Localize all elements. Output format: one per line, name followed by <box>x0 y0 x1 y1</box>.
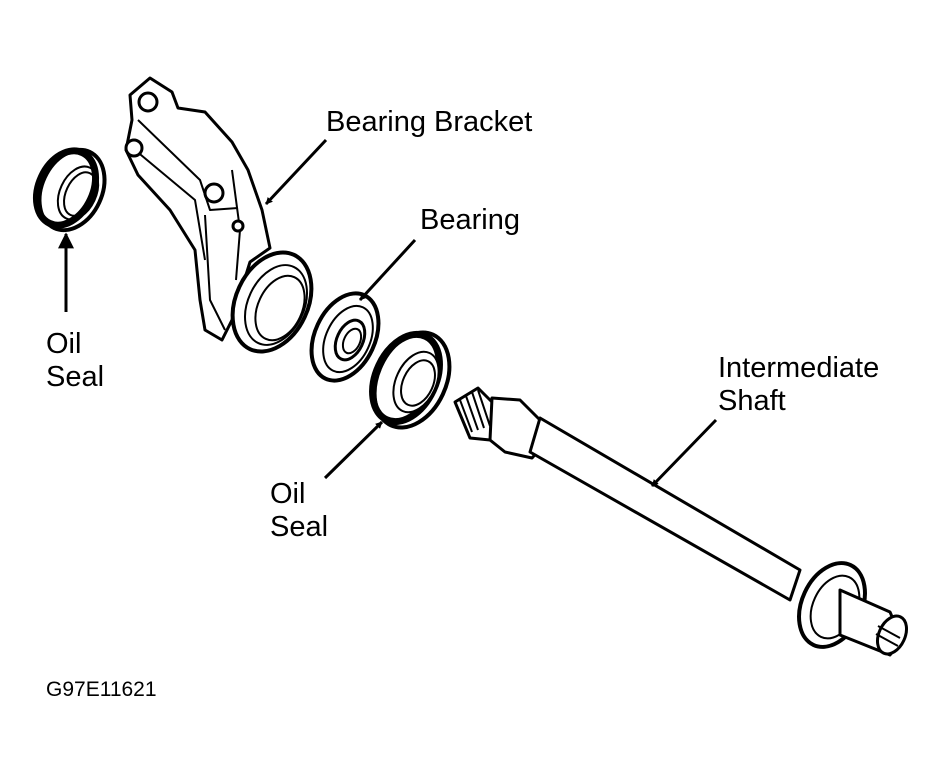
bearing-label: Bearing <box>420 204 520 236</box>
bearing-bracket-part <box>124 76 314 354</box>
bearing-bracket-arrow <box>264 138 328 206</box>
bearing-bracket-label: Bearing Bracket <box>326 106 533 138</box>
center-oil-seal-arrow <box>323 420 384 480</box>
left-oil-seal-label-line1: Oil <box>46 328 82 360</box>
bearing-arrow <box>358 238 417 302</box>
figure-code: G97E11621 <box>46 678 157 701</box>
leader-arrows <box>58 138 718 488</box>
intermediate-shaft-label-line2: Shaft <box>718 385 786 417</box>
center-oil-seal-part <box>369 330 452 430</box>
left-oil-seal-part <box>32 147 107 233</box>
intermediate-shaft-part <box>453 386 909 657</box>
bearing-part <box>309 291 381 383</box>
left-oil-seal-label-line2: Seal <box>46 361 105 393</box>
intermediate-shaft-arrow <box>650 418 718 488</box>
intermediate-shaft-label-line1: Intermediate <box>718 352 880 384</box>
center-oil-seal-label-line2: Seal <box>270 511 329 543</box>
center-oil-seal-label-line1: Oil <box>270 478 306 510</box>
